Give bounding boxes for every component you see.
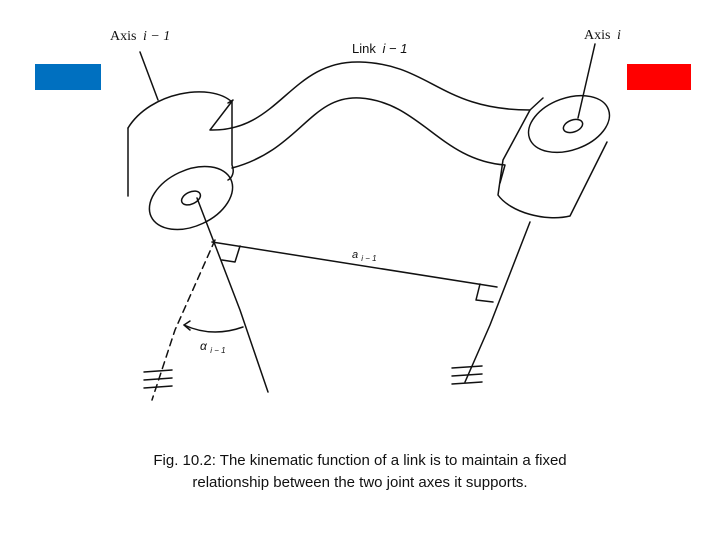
right-angle-marker-right [475,283,494,303]
alpha-angle-arc [183,324,244,333]
figure-caption: Fig. 10.2: The kinematic function of a l… [60,450,660,494]
link-body-outline [209,61,544,184]
common-normal-label: a i − 1 [352,249,377,263]
caption-line-1: Fig. 10.2: The kinematic function of a l… [153,452,567,469]
projected-axis-dashed [151,239,216,401]
red-decorative-bar [627,64,691,90]
link-label: Link i − 1 [352,41,407,56]
hash-marks-left [143,369,173,389]
common-normal-line [211,241,498,288]
axis-prev-label: Axis i − 1 [110,29,170,44]
right-angle-marker-left [221,245,241,263]
right-joint-cylinder [497,94,611,219]
hash-marks-right [451,365,483,385]
left-joint-cylinder [127,91,234,231]
blue-decorative-bar [35,64,101,90]
alpha-label: α i − 1 [200,339,226,355]
axis-prev-line [139,51,269,393]
alpha-arrowhead [183,320,191,331]
caption-line-2: relationship between the two joint axes … [192,474,528,491]
axis-curr-line [464,43,596,383]
axis-curr-label: Axis i [584,28,621,43]
